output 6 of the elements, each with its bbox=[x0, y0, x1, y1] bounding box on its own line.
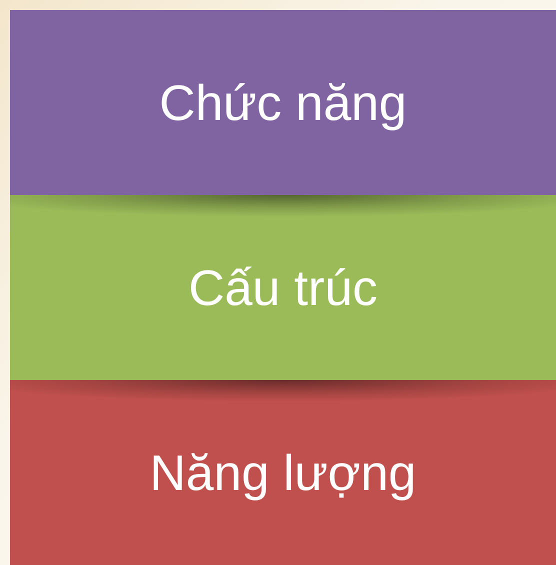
band-label: Năng lượng bbox=[150, 444, 416, 503]
band-label: Cấu trúc bbox=[188, 259, 378, 318]
colored-band bbox=[10, 380, 556, 565]
colored-band bbox=[10, 195, 556, 381]
colored-band bbox=[10, 10, 556, 196]
band-label: Chức năng bbox=[159, 74, 407, 133]
